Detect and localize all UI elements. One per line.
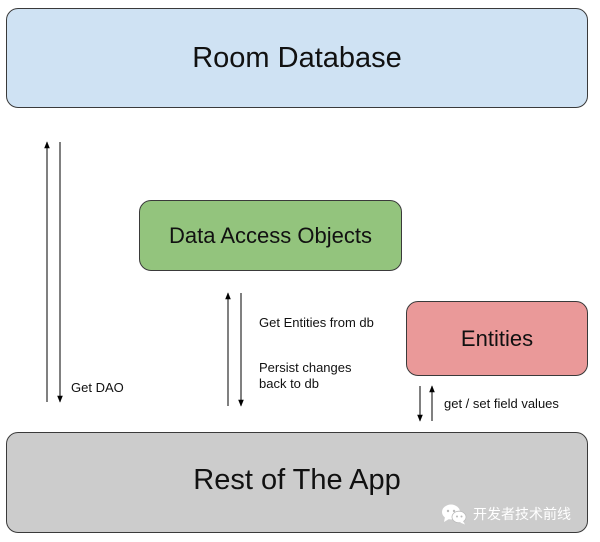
persist-changes-label: Persist changes back to db [259, 360, 352, 392]
watermark: 开发者技术前线 [441, 500, 571, 528]
wechat-icon [442, 504, 467, 525]
data-access-objects-label: Data Access Objects [169, 222, 372, 248]
room-database-label: Room Database [192, 41, 402, 74]
get-dao-label: Get DAO [71, 380, 124, 395]
get-set-field-values-label: get / set field values [444, 396, 559, 411]
persist-changes-line-1: Persist changes [259, 360, 352, 375]
rest-of-app-box: Rest of The App [6, 432, 588, 533]
rest-of-app-label: Rest of The App [193, 464, 401, 496]
get-entities-label: Get Entities from db [259, 315, 374, 330]
room-database-box: Room Database [6, 8, 588, 108]
entities-box: Entities [406, 301, 588, 376]
entities-label: Entities [460, 325, 534, 351]
persist-changes-line-2: back to db [259, 376, 319, 391]
watermark-text: 开发者技术前线 [473, 506, 571, 522]
data-access-objects-box: Data Access Objects [139, 200, 402, 271]
